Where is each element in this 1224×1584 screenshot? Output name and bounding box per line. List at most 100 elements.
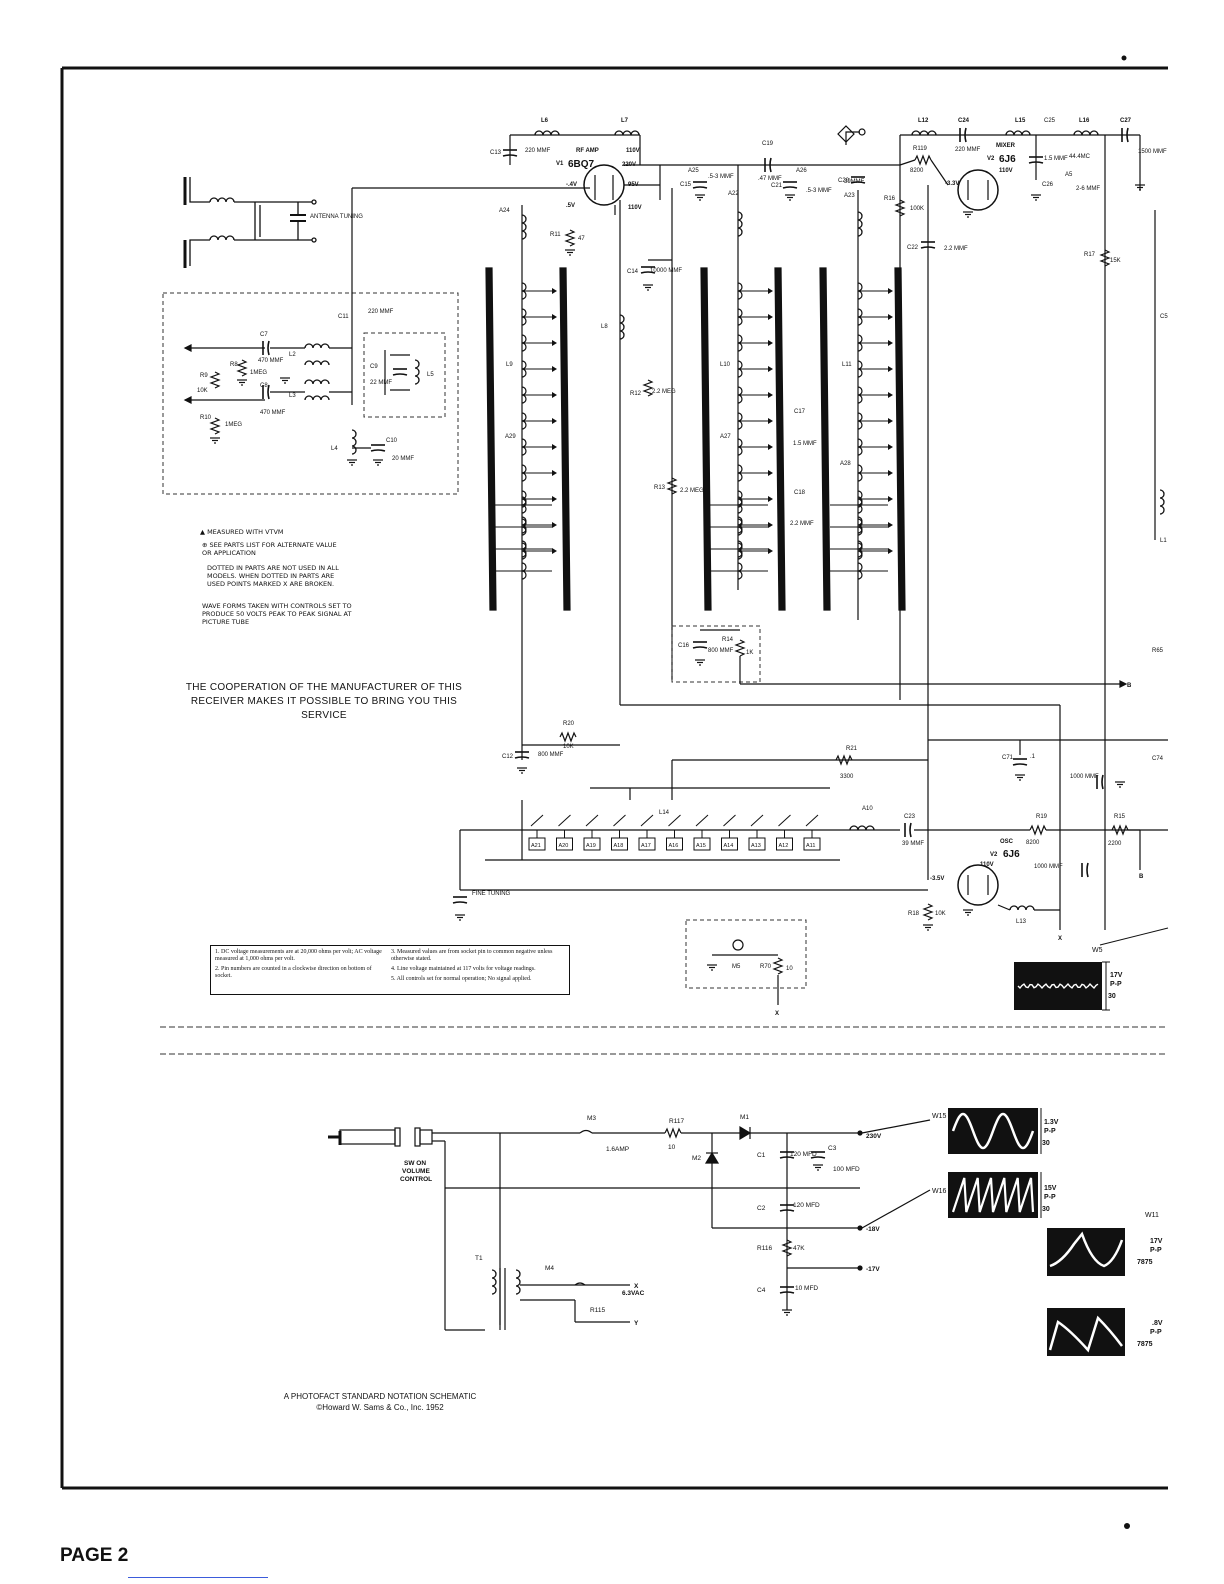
ladder-arrow	[768, 522, 773, 528]
svg-text:C3: C3	[828, 1145, 837, 1152]
svg-text:C27: C27	[1120, 118, 1132, 124]
note-wave-forms: WAVE FORMS TAKEN WITH CONTROLS SET TO PR…	[202, 602, 352, 626]
svg-text:2.2 MMF: 2.2 MMF	[790, 521, 814, 527]
svg-text:W11: W11	[1145, 1212, 1159, 1219]
svg-text:7875: 7875	[1137, 1259, 1153, 1266]
power-supply	[328, 1119, 931, 1331]
svg-text:L16: L16	[1079, 118, 1090, 124]
svg-text:8200: 8200	[1026, 840, 1040, 846]
svg-text:47: 47	[578, 236, 585, 242]
svg-text:3300: 3300	[840, 774, 854, 780]
w15-waveform	[948, 1108, 1042, 1154]
svg-text:W15: W15	[932, 1113, 947, 1120]
svg-text:10K: 10K	[563, 744, 574, 750]
svg-text:44.4MC: 44.4MC	[1069, 154, 1091, 160]
svg-text:T1: T1	[475, 1255, 483, 1262]
svg-text:C9: C9	[370, 364, 378, 370]
svg-text:A23: A23	[844, 193, 855, 199]
svg-text:-3.3V: -3.3V	[945, 181, 959, 187]
ladder-arrow	[768, 392, 773, 398]
b-bus-labels: R20 10K C12 800 MMF	[502, 721, 575, 760]
svg-text:R10: R10	[200, 415, 212, 421]
svg-text:1MEG: 1MEG	[250, 370, 267, 376]
svg-text:110V: 110V	[980, 862, 994, 868]
svg-text:C22: C22	[907, 245, 919, 251]
svg-text:47K: 47K	[793, 1245, 805, 1252]
antenna-tuning-label: ANTENNA TUNING	[310, 214, 363, 220]
svg-text:A24: A24	[499, 208, 510, 214]
note-vtvm: ▲ MEASURED WITH VTVM	[200, 528, 284, 536]
svg-text:10K: 10K	[935, 911, 946, 917]
svg-text:A25: A25	[688, 168, 699, 174]
ladder-arrow	[768, 496, 773, 502]
cooperation-note: THE COOPERATION OF THE MANUFACTURER OF T…	[185, 682, 463, 721]
svg-text:C2: C2	[757, 1205, 766, 1212]
svg-text:1MEG: 1MEG	[225, 422, 242, 428]
svg-text:M5: M5	[732, 964, 741, 970]
switch-slash	[668, 814, 681, 827]
switch-slash	[723, 814, 736, 827]
svg-text:R9: R9	[200, 373, 208, 379]
svg-text:6.3VAC: 6.3VAC	[622, 1290, 645, 1297]
ladder-arrow	[888, 522, 893, 528]
svg-text:M2: M2	[692, 1155, 701, 1162]
svg-text:2-6 MMF: 2-6 MMF	[1076, 186, 1100, 192]
ladder-arrow	[888, 288, 893, 294]
svg-text:220 MMF: 220 MMF	[525, 148, 551, 154]
footer-link-underline[interactable]	[128, 1577, 268, 1578]
svg-text:1000 MMF: 1000 MMF	[1034, 864, 1063, 870]
switch-label: A21	[531, 843, 541, 849]
svg-text:R19: R19	[1036, 814, 1048, 820]
svg-text:A28: A28	[840, 461, 851, 467]
svg-text:15V: 15V	[1044, 1185, 1057, 1192]
svg-text:A22: A22	[728, 191, 739, 197]
c16-r14	[692, 629, 745, 684]
svg-text:470 MMF: 470 MMF	[258, 358, 284, 364]
switch-slash	[530, 814, 544, 827]
svg-text:1.3V: 1.3V	[1044, 1119, 1059, 1126]
svg-text:110V: 110V	[628, 205, 642, 211]
svg-text:.8V: .8V	[1152, 1320, 1163, 1327]
svg-text:C16: C16	[678, 643, 690, 649]
svg-text:R12: R12	[630, 391, 642, 397]
svg-text:C5: C5	[1160, 314, 1168, 320]
input-network-box	[162, 292, 459, 495]
svg-text:L15: L15	[1015, 118, 1026, 124]
ladder-arrow	[888, 548, 893, 554]
switch-label: A12	[779, 843, 789, 849]
svg-text:R14: R14	[722, 637, 734, 643]
svg-text:L5: L5	[427, 372, 434, 378]
input-labels: C11 220 MMF C7 470 MMF C8 470 MMF R8 1ME…	[197, 309, 434, 462]
svg-text:30: 30	[1108, 993, 1116, 1000]
svg-text:B: B	[1139, 874, 1144, 880]
svg-text:SW ON: SW ON	[404, 1160, 426, 1167]
svg-text:P-P: P-P	[1150, 1247, 1162, 1254]
w5-labels: W5 17V P-P 30	[1092, 947, 1123, 1000]
svg-text:.5-3 MMF: .5-3 MMF	[806, 188, 832, 194]
ladder-arrow	[552, 496, 557, 502]
r12-r13	[640, 188, 677, 680]
svg-text:M4: M4	[545, 1265, 554, 1272]
svg-text:-3.5V: -3.5V	[930, 876, 944, 882]
switch-slash	[750, 814, 764, 827]
svg-text:R8: R8	[230, 362, 238, 368]
m5-circuit	[706, 939, 783, 1005]
svg-text:800 MMF: 800 MMF	[708, 648, 734, 654]
svg-text:C23: C23	[904, 814, 916, 820]
power-labels: SW ON VOLUME CONTROL M3 1.6AMP R117 10 M…	[400, 1114, 882, 1327]
svg-text:FINE TUNING: FINE TUNING	[472, 891, 511, 897]
svg-text:R18: R18	[908, 911, 920, 917]
antenna-input-section	[183, 177, 317, 268]
ladder-arrow	[888, 340, 893, 346]
mixer-stage	[692, 125, 1165, 930]
ladder-arrow	[768, 340, 773, 346]
ladder-labels: L9 L10 L11 A29 A27 A28 C17 1.5 MMF C18 2…	[505, 268, 852, 527]
svg-text:C7: C7	[260, 332, 268, 338]
svg-text:VOLUME: VOLUME	[402, 1168, 430, 1175]
switch-label: A14	[724, 843, 734, 849]
b-plus-label: B	[1127, 683, 1132, 689]
svg-text:R115: R115	[590, 1307, 605, 1314]
svg-text:10K: 10K	[197, 388, 208, 394]
svg-text:M3: M3	[587, 1115, 596, 1122]
